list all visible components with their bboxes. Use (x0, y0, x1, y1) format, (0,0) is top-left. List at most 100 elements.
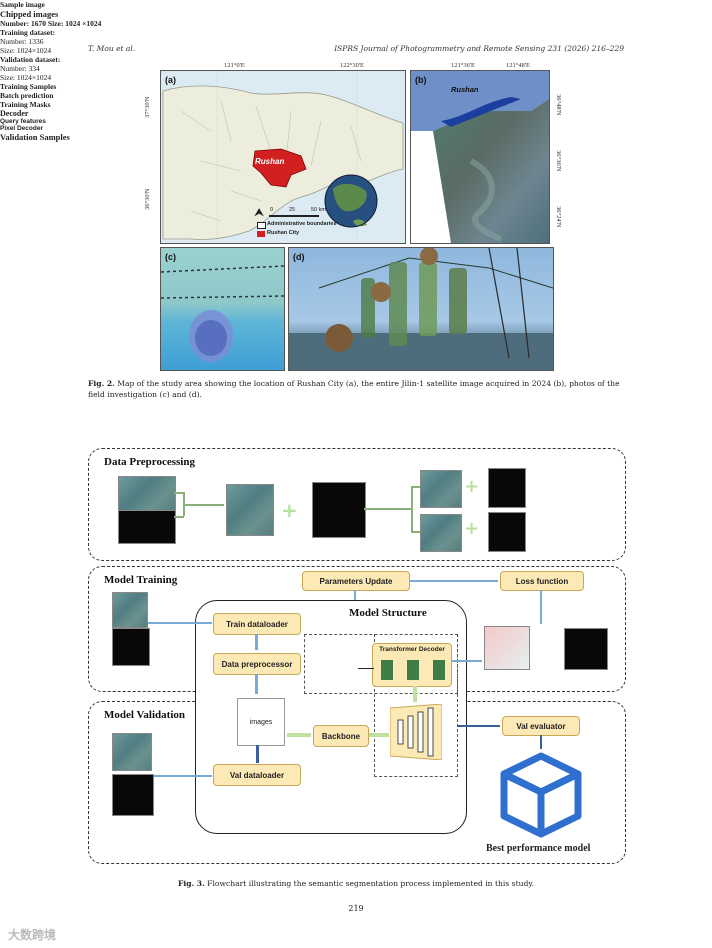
pixel-decoder-shape (390, 704, 442, 760)
validation-sample-mask (112, 774, 154, 816)
batch-prediction-label: Batch prediction (0, 91, 54, 100)
connector (174, 516, 184, 518)
satellite-image (411, 71, 549, 243)
chipped-number-size: Number: 1670 Size: 1024 ×1024 (0, 19, 102, 28)
sample-image-mask (118, 510, 176, 544)
panel-a-map: (a) Rushan ⮝ 0 25 50 km Administrative b… (160, 70, 406, 244)
panel-a-lat-1: 37°30'N (144, 96, 151, 118)
connector (184, 504, 224, 506)
arrow-to-evaluator (458, 725, 500, 727)
plus-icon-val: + (464, 518, 480, 539)
decoder-layer-1 (381, 660, 393, 680)
validation-dataset-number: Number: 334 (0, 64, 40, 73)
underwater-photo (161, 265, 284, 362)
transformer-decoder-box: Transformer Decoder (372, 643, 452, 687)
best-model-label: Best performance model (486, 843, 591, 854)
connector (411, 531, 420, 533)
panel-c-label: (c) (165, 252, 176, 262)
training-sample-mask (112, 628, 150, 666)
training-dataset-number: Number: 1336 (0, 37, 44, 46)
validation-sample-sat (112, 733, 152, 771)
data-preprocessing-title: Data Preprocessing (104, 456, 195, 468)
panel-a-lon-1: 121°0'E (224, 62, 245, 69)
figure-2-caption-text: Map of the study area showing the locati… (88, 379, 620, 399)
decoder-label: Decoder (0, 109, 29, 118)
chipped-images-label: Chipped images (0, 9, 59, 19)
figure-3-caption-label: Fig. 3. (177, 879, 205, 888)
scale-bar (269, 215, 319, 217)
peninsula-map (161, 71, 405, 243)
val-dataset-mask (488, 512, 526, 552)
arrow-samples-to-train (148, 622, 212, 624)
panel-b-lat-3: 36°24'N (555, 206, 562, 228)
cube-icon (500, 752, 582, 838)
panel-c-photo: (c) (160, 247, 285, 371)
panel-b-lat-2: 36°36'N (555, 150, 562, 172)
running-header-journal: ISPRS Journal of Photogrammetry and Remo… (334, 44, 624, 53)
panel-b-label: (b) (415, 75, 427, 85)
plus-icon-train: + (464, 476, 480, 497)
training-samples-label: Training Samples (0, 82, 57, 91)
figure-3-caption: Fig. 3. Flowchart illustrating the seman… (0, 878, 712, 889)
validation-samples-label: Validation Samples (0, 132, 70, 142)
val-dataset-sat (420, 514, 462, 552)
figure-3-caption-text: Flowchart illustrating the semantic segm… (207, 879, 535, 888)
legend-rushan: Rushan City (267, 230, 300, 236)
connector (411, 486, 413, 532)
val-dataloader-box: Val dataloader (213, 764, 301, 786)
query-arrow (358, 668, 374, 670)
arrow-params-to-structure (354, 590, 356, 600)
watermark: 大数跨境 (8, 928, 57, 942)
legend-swatch-rushan (257, 231, 265, 237)
figure-2-caption-label: Fig. 2. (88, 379, 115, 388)
page-number: 219 (348, 904, 364, 913)
panel-b-satellite: (b) Rushan (410, 70, 550, 244)
connector (174, 492, 184, 494)
running-header-authors: T. Mou et al. (88, 44, 136, 53)
images-stack: images (237, 698, 285, 746)
training-masks-label: Training Masks (0, 100, 51, 109)
arrow-backbone-to-pixel (369, 733, 389, 737)
legend-swatch-boundaries (257, 222, 266, 229)
panel-d-photo: (d) (288, 247, 554, 371)
decoder-layer-2 (407, 660, 419, 680)
plus-icon: + (281, 498, 298, 522)
connector (411, 486, 420, 488)
panel-b-lon-2: 121°48'E (506, 62, 530, 69)
arrow-val-to-images (256, 745, 259, 763)
panel-a-lon-2: 122°30'E (340, 62, 364, 69)
arrow-loss-to-params (410, 580, 498, 582)
validation-dataset-size: Size: 1024×1024 (0, 73, 52, 82)
panel-b-lat-1: 36°48'N (555, 94, 562, 116)
connector (183, 492, 185, 516)
loss-function-box: Loss function (500, 571, 584, 591)
model-training-title: Model Training (104, 574, 178, 586)
data-preprocessor-box: Data preprocessor (213, 653, 301, 675)
arrow-train-to-preproc (255, 634, 258, 650)
arrow-to-loss (540, 590, 542, 624)
batch-prediction-image (484, 626, 530, 670)
decoder-layer-3 (433, 660, 445, 680)
sample-image-sat (118, 476, 176, 512)
training-sample-sat (112, 592, 148, 628)
panel-b-lon-1: 121°36'E (451, 62, 475, 69)
north-arrow-icon: ⮝ (254, 205, 265, 219)
chipped-sat (226, 484, 274, 536)
connector (364, 508, 412, 510)
figure-3: Data Preprocessing Model Training Model … (0, 0, 712, 888)
panel-d-label: (d) (293, 252, 305, 262)
training-dataset-title: Training dataset: (0, 28, 56, 37)
scale-bar-0: 0 (270, 207, 274, 213)
validation-dataset-title: Validation dataset: (0, 55, 61, 64)
query-features-label: Query features (0, 118, 46, 125)
train-dataloader-box: Train dataloader (213, 613, 301, 635)
scale-bar-50: 50 km (311, 207, 326, 213)
scale-bar-25: 25 (289, 207, 296, 213)
pixel-decoder-dashed-box (374, 634, 458, 777)
backbone-box: Backbone (313, 725, 369, 747)
oyster-nets-photo (289, 248, 553, 370)
arrow-to-best (540, 735, 542, 749)
panel-a-lat-2: 36°30'N (144, 188, 151, 210)
rushan-satellite-label: Rushan (451, 85, 479, 94)
model-validation-title: Model Validation (104, 709, 185, 721)
